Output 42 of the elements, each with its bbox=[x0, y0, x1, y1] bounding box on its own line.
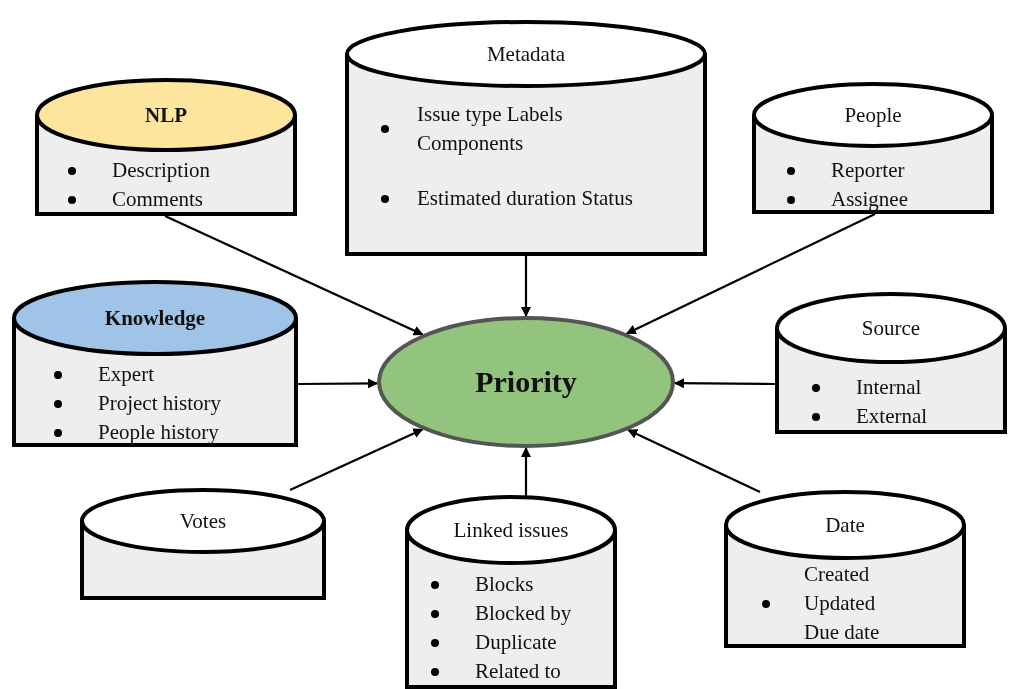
bullet-text: Blocks bbox=[475, 571, 535, 598]
database-cylinder bbox=[12, 280, 298, 447]
bullet-text: Reporter bbox=[831, 157, 906, 184]
bullet-text: Duplicate bbox=[475, 629, 558, 656]
priority-label: Priority bbox=[475, 365, 577, 399]
cylinder-title: Knowledge bbox=[104, 305, 206, 331]
arrow bbox=[164, 215, 424, 336]
bullet-text: Created Updated Due date bbox=[804, 561, 881, 646]
bullet-text: External bbox=[856, 403, 929, 430]
priority-ellipse bbox=[377, 316, 675, 448]
cylinder-title: Votes bbox=[179, 508, 227, 534]
arrow bbox=[298, 378, 379, 389]
bullet-text: Expert bbox=[98, 361, 155, 388]
cylinder-title: Source bbox=[861, 315, 921, 341]
database-cylinder bbox=[752, 82, 994, 214]
bullet-text: Internal bbox=[856, 374, 923, 401]
database-cylinder bbox=[405, 495, 617, 689]
bullet-text: Blocked by bbox=[475, 600, 573, 627]
bullet-text: Assignee bbox=[831, 186, 909, 213]
database-cylinder bbox=[775, 292, 1007, 434]
cylinder-title: People bbox=[844, 102, 902, 128]
cylinder-title: Linked issues bbox=[453, 517, 569, 543]
arrow bbox=[627, 429, 761, 493]
arrow bbox=[521, 256, 531, 317]
bullet-text: Comments bbox=[112, 186, 204, 213]
database-cylinder bbox=[80, 488, 326, 600]
cylinder-title: NLP bbox=[145, 102, 187, 128]
arrow bbox=[674, 378, 775, 389]
bullet-text: Project history bbox=[98, 390, 223, 417]
database-cylinder bbox=[345, 20, 707, 256]
bullet-text: Issue type Labels Components bbox=[417, 101, 564, 157]
database-cylinder bbox=[35, 78, 297, 216]
cylinder-title: Date bbox=[825, 512, 865, 538]
database-cylinder bbox=[724, 490, 966, 648]
arrow bbox=[626, 213, 876, 335]
arrow bbox=[289, 428, 424, 491]
cylinder-title: Metadata bbox=[486, 41, 566, 67]
arrow bbox=[521, 447, 531, 496]
bullet-text: Related to bbox=[475, 658, 562, 685]
bullet-text: Description bbox=[112, 157, 211, 184]
bullet-text: People history bbox=[98, 419, 220, 446]
bullet-text: Estimated duration Status bbox=[417, 185, 634, 212]
